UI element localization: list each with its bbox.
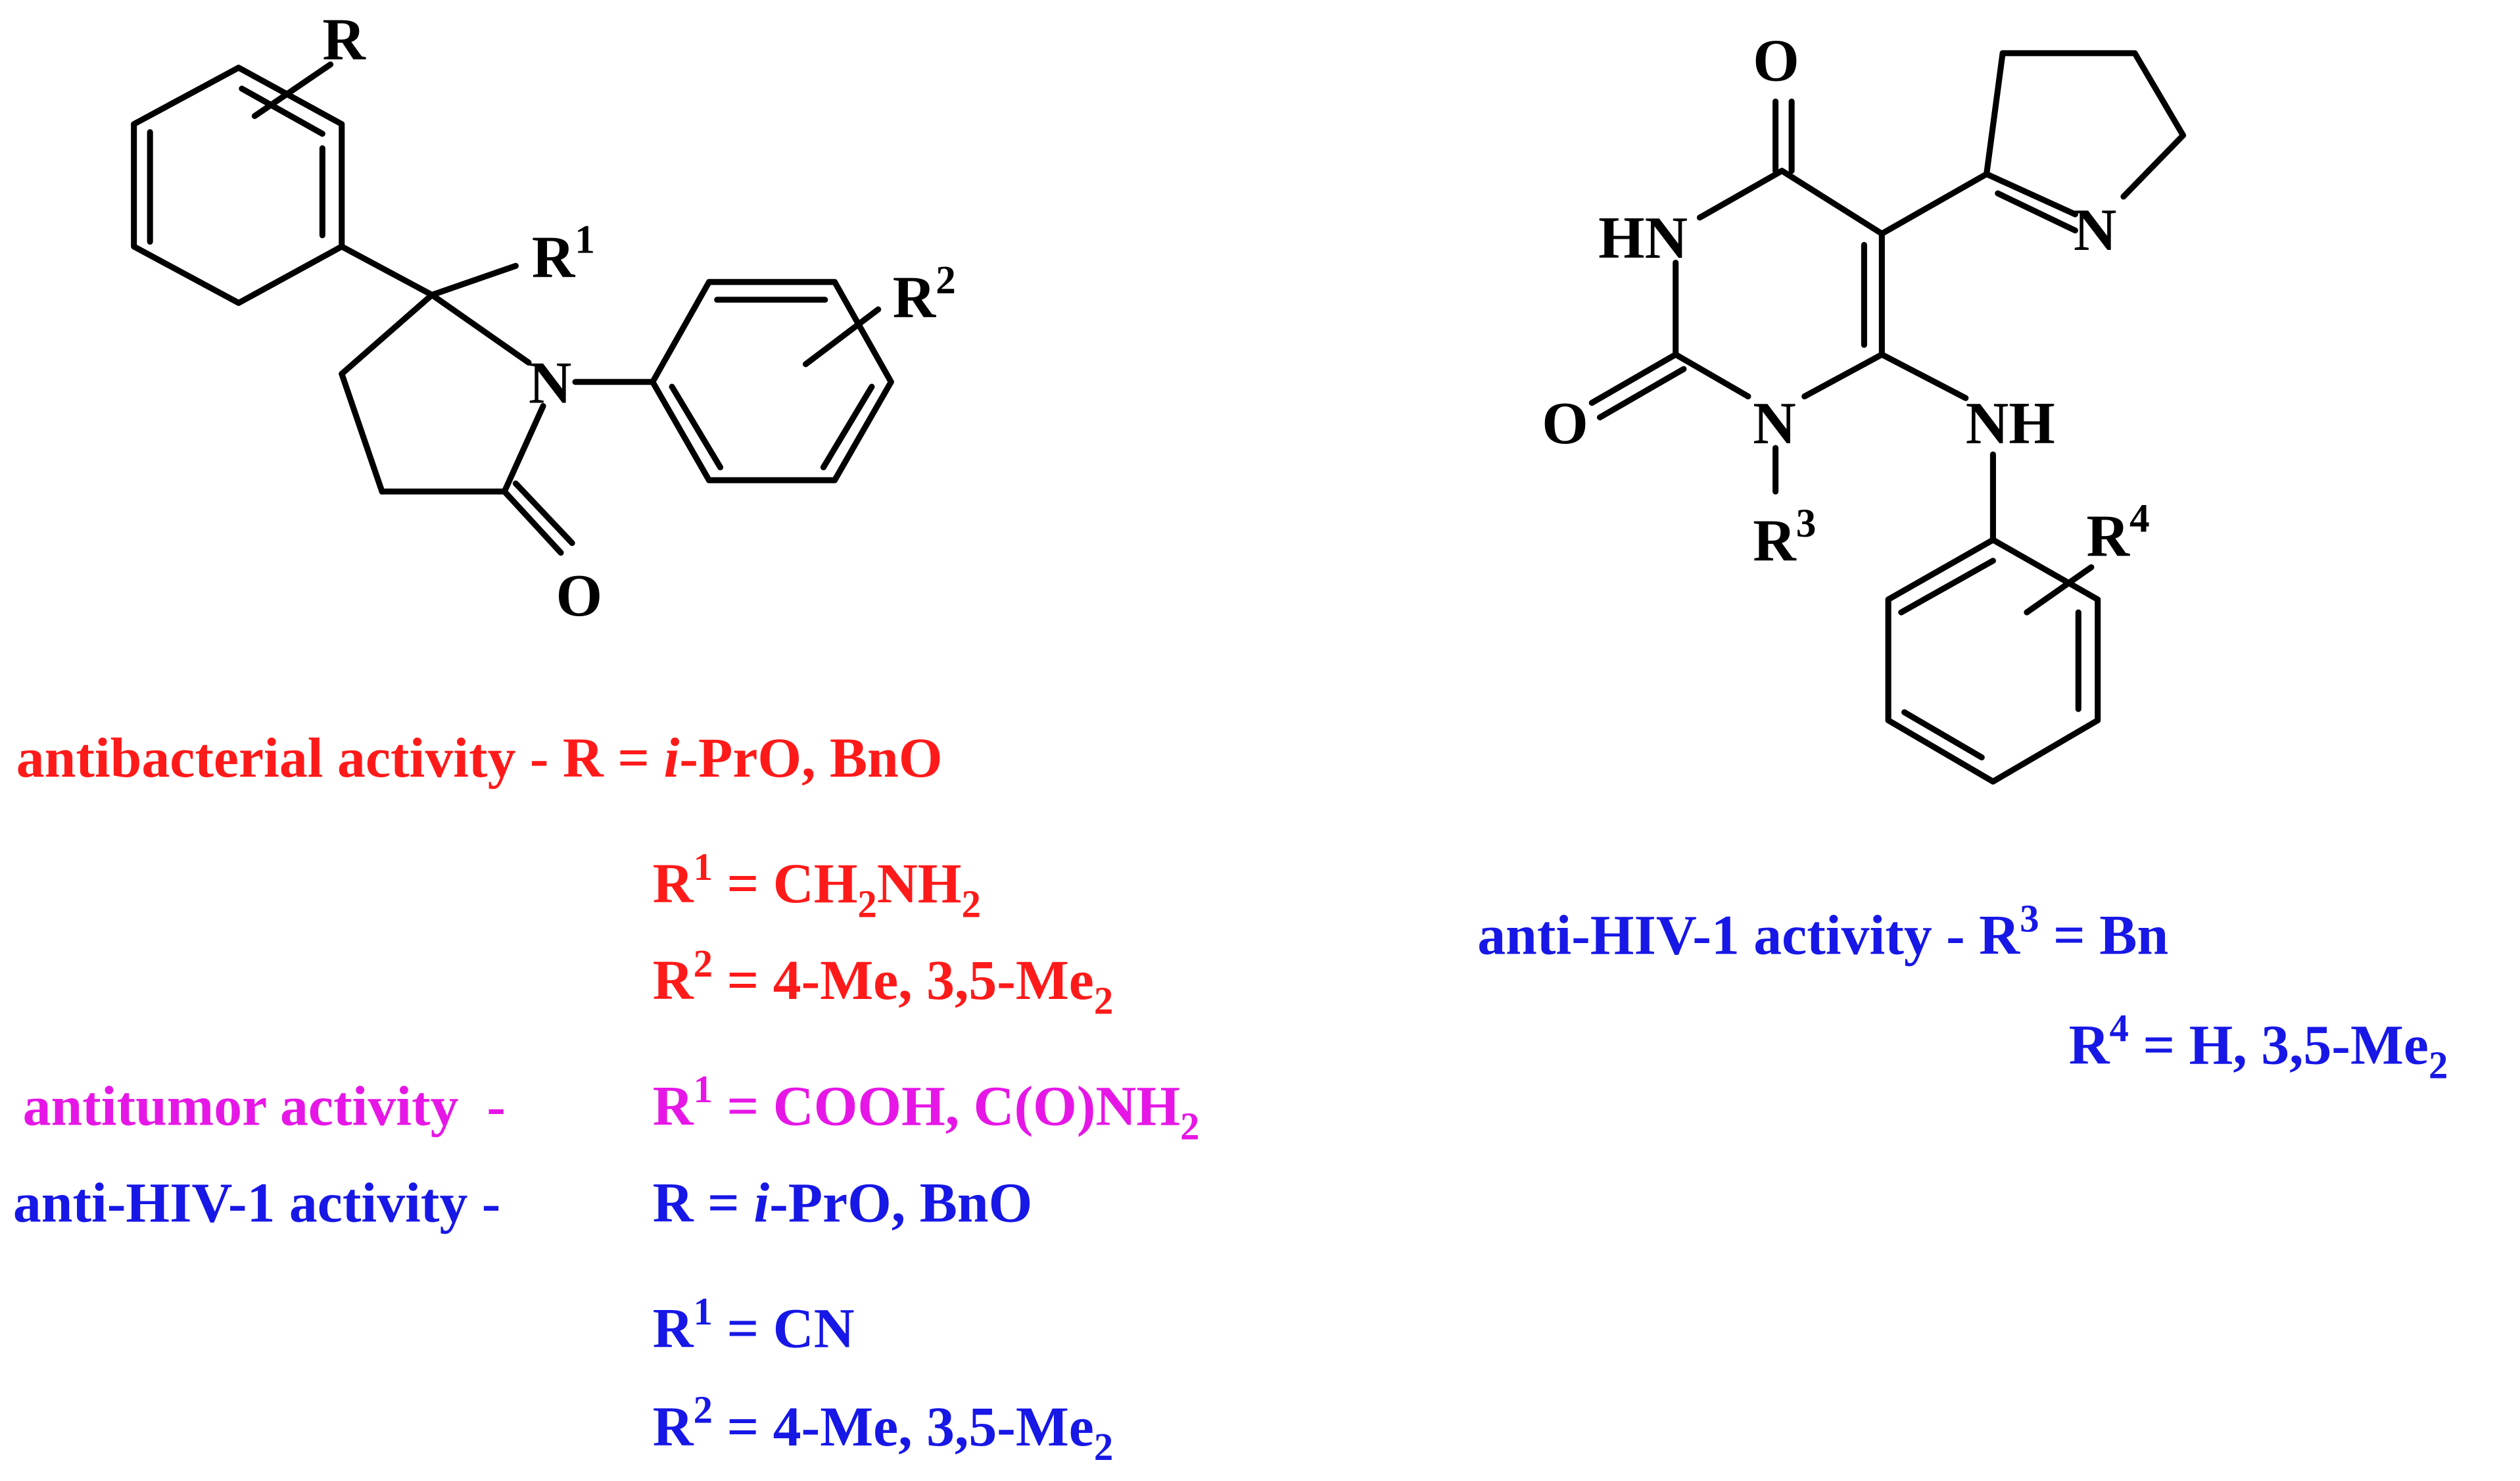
caption-antibacterial-r2: R2 = 4-Me, 3,5-Me2 — [653, 942, 1114, 1022]
caption-antihiv-left-r1: R1 = CN — [653, 1290, 855, 1359]
caption-antibacterial-r: antibacterial activity - R = i-PrO, BnO — [16, 727, 943, 789]
caption-antihiv-left-label: anti-HIV-1 activity - — [13, 1171, 500, 1234]
atom-o-left: O — [1542, 390, 1588, 456]
caption-antihiv-left-r: R = i-PrO, BnO — [653, 1171, 1033, 1234]
atom-n-sub: N — [1753, 390, 1795, 456]
caption-antihiv-right-r4: R4 = H, 3,5-Me2 — [2069, 1007, 2448, 1086]
atom-r1: R1 — [532, 218, 595, 291]
caption-antihiv-right-r3: anti-HIV-1 activity - R3 = Bn — [1477, 897, 2168, 966]
pyrimidinedione-ring — [1588, 98, 1969, 495]
caption-antihiv-left-r2: R2 = 4-Me, 3,5-Me2 — [653, 1389, 1114, 1469]
atom-nh: NH — [1966, 390, 2055, 456]
atom-n-ring: N — [2074, 197, 2116, 263]
atom-r2: R2 — [893, 258, 956, 331]
aniline-ring — [1885, 451, 2101, 785]
atom-o: O — [556, 562, 603, 629]
left-structure: R R1 R2 N O — [131, 7, 956, 629]
caption-antibacterial-r1: R1 = CH2NH2 — [653, 846, 981, 925]
right-structure: O HN N O N NH R3 R4 — [1542, 28, 2187, 785]
left-captions: antibacterial activity - R = i-PrO, BnO … — [13, 727, 1200, 1469]
caption-antitumor-r1: R1 = COOH, C(O)NH2 — [653, 1068, 1200, 1148]
caption-antitumor-label: antitumor activity - — [23, 1075, 506, 1137]
atom-r4: R4 — [2087, 497, 2150, 570]
right-captions: anti-HIV-1 activity - R3 = Bn R4 = H, 3,… — [1477, 897, 2448, 1086]
atom-r: R — [322, 7, 366, 73]
atom-n: N — [529, 350, 571, 416]
pyrrolidinone-ring — [339, 243, 656, 556]
atom-o-top: O — [1753, 28, 1799, 94]
atom-hn: HN — [1598, 205, 1688, 271]
atom-r3: R3 — [1753, 501, 1816, 574]
pyrroline-ring — [1878, 50, 2187, 237]
n-aryl-benzene-ring — [650, 279, 894, 483]
left-benzene-ring — [131, 61, 345, 306]
